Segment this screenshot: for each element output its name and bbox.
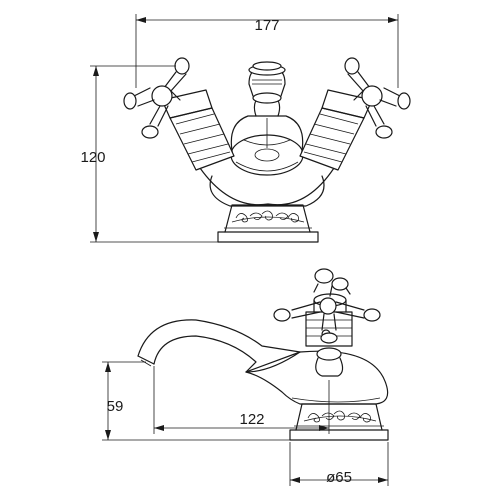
front-base-ornament	[231, 210, 305, 223]
front-left-valve	[161, 89, 235, 171]
front-finial	[248, 61, 286, 117]
dimension-base-diameter: ø65	[289, 442, 389, 486]
side-spout	[137, 319, 301, 373]
side-view	[137, 268, 389, 441]
dimension-base-diameter-label: ø65	[326, 469, 352, 486]
side-base	[289, 403, 389, 441]
front-view	[123, 57, 411, 243]
dimension-spout-height: 59	[102, 361, 292, 441]
dimension-width-label: 177	[254, 17, 279, 34]
side-cross-handle	[273, 268, 381, 344]
dimension-spout-reach-label: 122	[239, 411, 264, 428]
dimension-spout-reach: 122	[153, 366, 330, 434]
dimension-height-label: 120	[80, 149, 105, 166]
dimension-spout-height-label: 59	[107, 398, 124, 415]
dimension-height: 120	[80, 65, 222, 243]
front-right-cross-handle	[344, 57, 411, 139]
front-body	[199, 115, 335, 207]
front-base	[217, 204, 319, 243]
front-right-valve	[299, 89, 373, 171]
front-left-cross-handle	[123, 57, 190, 139]
side-body	[245, 350, 389, 405]
dimension-width: 177	[135, 14, 399, 88]
side-base-ornament	[303, 410, 377, 423]
